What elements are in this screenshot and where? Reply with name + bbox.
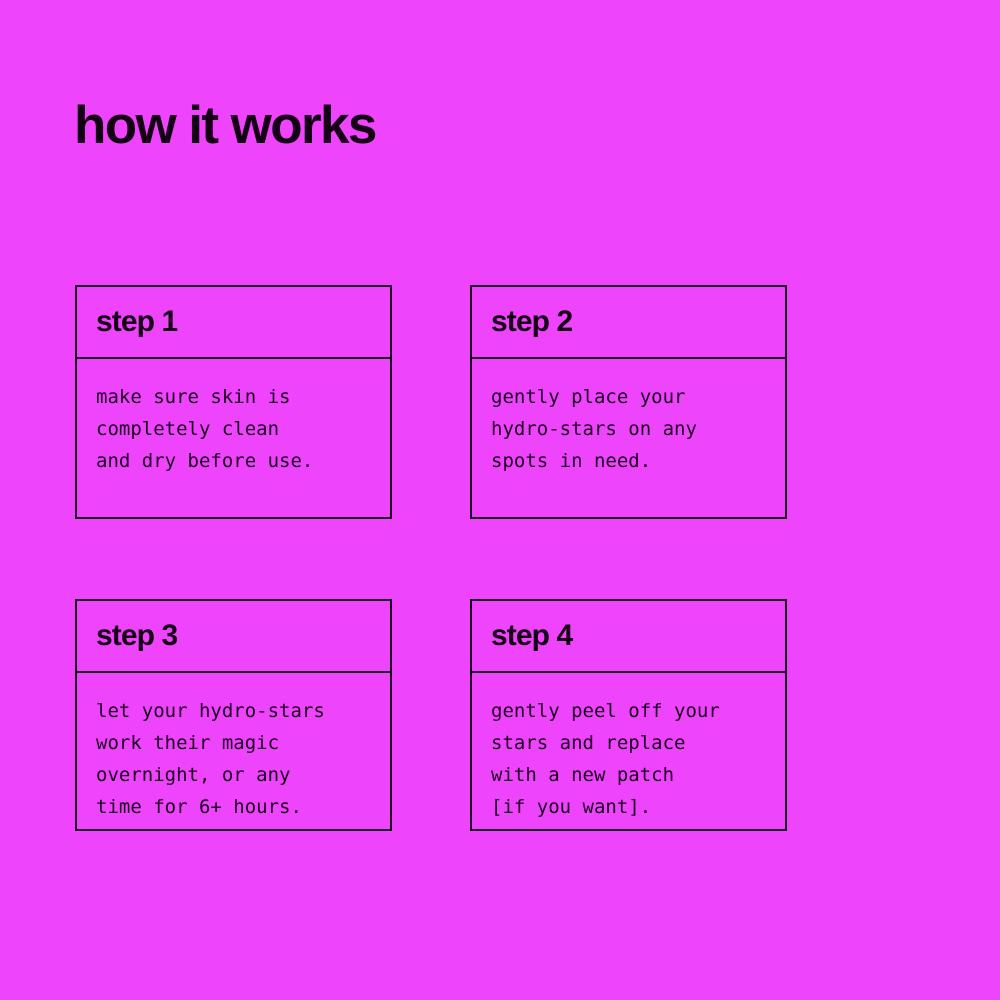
- step-card-1-line-2: completely clean: [96, 418, 280, 440]
- step-card-3-line-1: let your hydro-stars: [96, 700, 325, 722]
- step-card-4-line-2: stars and replace: [491, 732, 686, 754]
- step-card-2-title: step 2: [491, 305, 573, 338]
- step-card-3-header: step 3: [77, 601, 390, 673]
- step-card-2-line-3: spots in need.: [491, 450, 652, 472]
- step-card-3-line-2: work their magic: [96, 732, 280, 754]
- step-card-3-line-3: overnight, or any: [96, 764, 291, 786]
- page-title: how it works: [74, 96, 377, 155]
- step-card-4-line-4: [if you want].: [491, 796, 652, 818]
- step-card-2-header: step 2: [472, 287, 785, 359]
- step-card-1: step 1 make sure skin is completely clea…: [75, 285, 392, 519]
- step-card-4-title: step 4: [491, 619, 573, 652]
- step-card-4-header: step 4: [472, 601, 785, 673]
- step-card-4: step 4 gently peel off your stars and re…: [470, 599, 787, 831]
- step-card-1-body: make sure skin is completely clean and d…: [77, 359, 390, 517]
- step-card-4-body: gently peel off your stars and replace w…: [472, 673, 785, 829]
- step-card-1-line-1: make sure skin is: [96, 386, 291, 408]
- step-card-3: step 3 let your hydro-stars work their m…: [75, 599, 392, 831]
- step-card-3-body: let your hydro-stars work their magic ov…: [77, 673, 390, 829]
- step-card-1-line-3: and dry before use.: [96, 450, 314, 472]
- step-card-3-line-4: time for 6+ hours.: [96, 796, 302, 818]
- steps-grid: step 1 make sure skin is completely clea…: [75, 285, 787, 831]
- step-card-2-line-1: gently place your: [491, 386, 686, 408]
- step-card-4-line-1: gently peel off your: [491, 700, 720, 722]
- step-card-2-line-2: hydro-stars on any: [491, 418, 697, 440]
- step-card-3-title: step 3: [96, 619, 178, 652]
- step-card-2-body: gently place your hydro-stars on any spo…: [472, 359, 785, 517]
- step-card-2: step 2 gently place your hydro-stars on …: [470, 285, 787, 519]
- step-card-1-header: step 1: [77, 287, 390, 359]
- step-card-1-title: step 1: [96, 305, 178, 338]
- step-card-4-line-3: with a new patch: [491, 764, 675, 786]
